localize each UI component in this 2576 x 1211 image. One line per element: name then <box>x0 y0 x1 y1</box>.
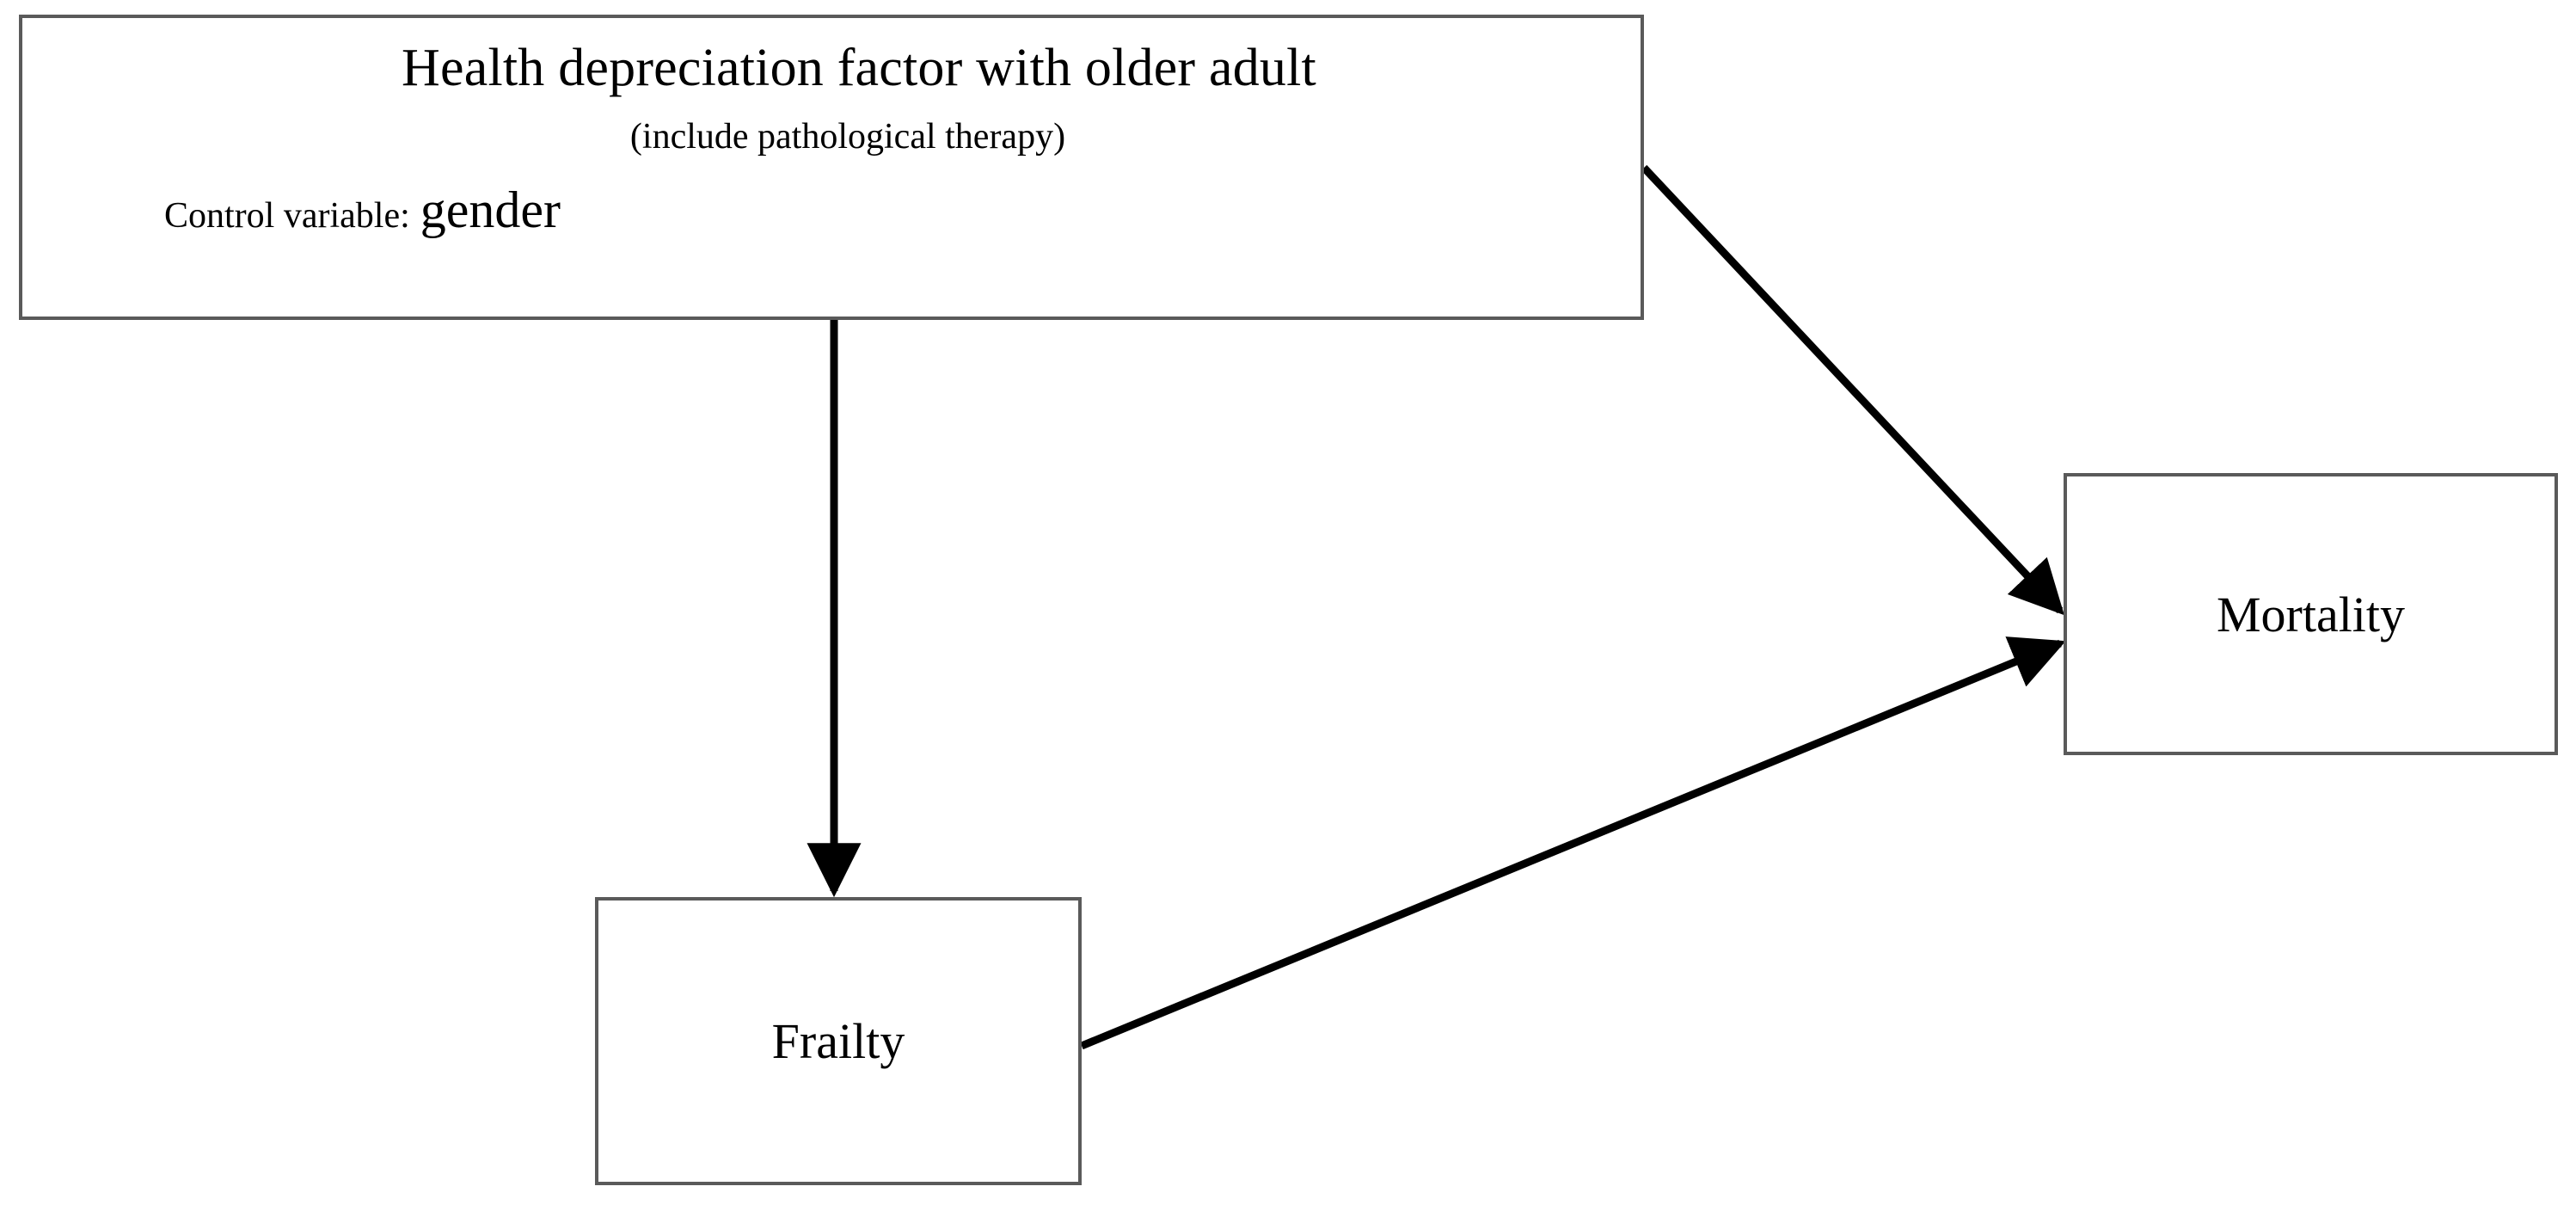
control-variable-value: gender <box>420 181 561 238</box>
control-variable-label: Control variable: <box>164 195 410 236</box>
node-health-title: Health depreciation factor with older ad… <box>402 39 1316 97</box>
node-mortality-label: Mortality <box>2216 586 2406 642</box>
node-frailty-label: Frailty <box>771 1013 905 1069</box>
edge-frailty-to-mortality <box>1080 636 2066 1050</box>
node-frailty[interactable]: Frailty <box>595 897 1082 1185</box>
node-health-depreciation-factor[interactable]: Health depreciation factor with older ad… <box>19 15 1644 320</box>
edge-health-to-mortality <box>1641 164 2064 616</box>
node-health-control-variable: Control variable: gender <box>164 181 561 238</box>
node-mortality[interactable]: Mortality <box>2064 473 2558 755</box>
node-health-subtitle: (include pathological therapy) <box>629 116 1066 157</box>
